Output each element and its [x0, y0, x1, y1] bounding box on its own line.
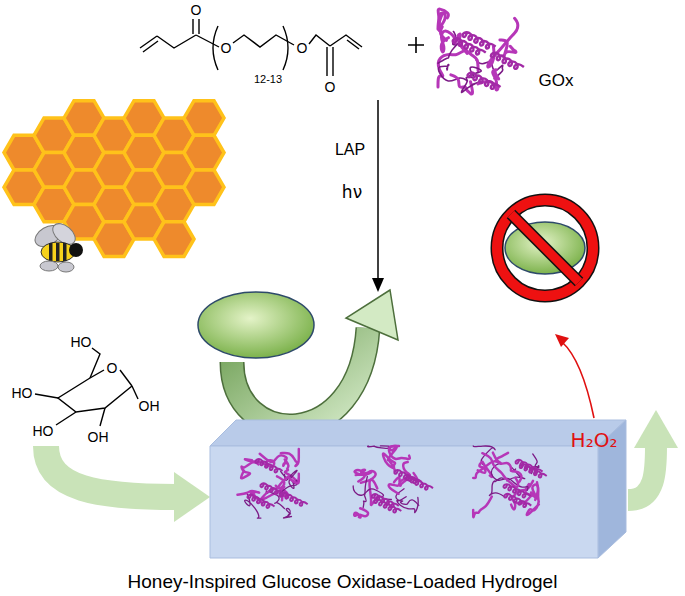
honeycomb-cell [184, 135, 224, 170]
bracket [283, 26, 288, 70]
hydrogel-block [210, 420, 626, 558]
arrowhead [174, 472, 210, 522]
atom-label: O [221, 41, 232, 55]
atom-label: O [325, 80, 336, 94]
glucose-structure [35, 348, 138, 426]
glucose-oxidase-protein [473, 446, 547, 517]
plus-sign [408, 37, 424, 53]
atom-label: O [191, 3, 202, 17]
atom-label: O [107, 361, 118, 375]
honeycomb-cell [184, 170, 224, 205]
caption: Honey-Inspired Glucose Oxidase-Loaded Hy… [0, 572, 685, 593]
atom-label: OH [139, 399, 160, 413]
glucose-inflow-arrow [46, 446, 176, 497]
atom-label: HO [12, 386, 33, 400]
arrowhead [372, 278, 384, 292]
glucose-oxidase-protein [237, 449, 307, 518]
prohibited-microbe [497, 200, 593, 296]
arrowhead [555, 334, 569, 347]
glucose-oxidase-protein [438, 9, 524, 94]
glucose-oxidase-protein [353, 446, 433, 518]
enzyme-label: GOx [539, 72, 574, 89]
peg-diacrylate-structure [140, 19, 362, 76]
light-label: hν [342, 184, 362, 201]
honeycomb [4, 101, 224, 257]
product-label: H₂O₂ [571, 430, 618, 450]
atom-label: OH [88, 430, 109, 444]
arrowhead [634, 410, 678, 448]
peroxide-outflow-arrow [628, 446, 656, 500]
arrowhead [346, 290, 398, 340]
atom-label: HO [33, 424, 54, 438]
microbe [198, 292, 314, 358]
bracket [213, 26, 218, 70]
reaction-arrow [377, 100, 379, 282]
honeycomb-cell [184, 101, 224, 136]
oxidation-arrow [562, 342, 594, 418]
atom-label: HO [71, 335, 92, 349]
honeycomb-cell [154, 222, 194, 257]
bee [31, 220, 83, 272]
repeat-count: 12-13 [254, 74, 282, 85]
atom-label: O [297, 41, 308, 55]
initiator-label: LAP [335, 142, 365, 158]
